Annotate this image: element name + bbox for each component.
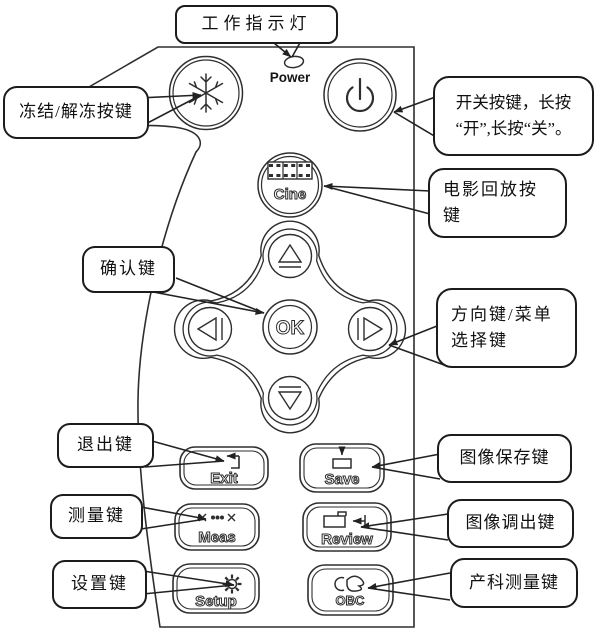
callout-indicator: 工作指示灯 <box>175 5 338 44</box>
up-button[interactable] <box>267 233 313 279</box>
callout-review-text: 图像调出键 <box>465 513 556 533</box>
svg-text:Review: Review <box>321 531 373 548</box>
svg-text:Save: Save <box>324 471 359 488</box>
callout-cine-line2: 键 <box>443 206 462 225</box>
callout-cine-line1: 电影回放按 <box>443 179 538 199</box>
callout-direction: 方向键/菜单 选择键 <box>436 288 577 368</box>
film-strip-icon <box>267 161 313 180</box>
callout-confirm-text: 确认键 <box>100 259 157 279</box>
triangle-left-icon <box>196 316 223 342</box>
meas-button[interactable]: Meas <box>174 503 260 551</box>
right-button[interactable] <box>347 306 393 352</box>
callout-meas-text: 测量键 <box>68 506 125 526</box>
obc-button[interactable]: OBC <box>307 564 394 616</box>
callout-exit-text: 退出键 <box>77 435 134 455</box>
power-standby-icon <box>345 77 375 113</box>
freeze-button[interactable] <box>168 55 244 131</box>
callout-save-text: 图像保存键 <box>459 448 550 468</box>
callout-obc: 产科测量键 <box>450 558 578 608</box>
svg-text:Exit: Exit <box>210 470 238 487</box>
callout-exit: 退出键 <box>57 423 154 468</box>
save-box-icon <box>332 446 352 469</box>
callout-direction-line2: 选择键 <box>451 331 508 350</box>
snowflake-icon <box>188 73 224 113</box>
triangle-up-icon <box>277 243 303 268</box>
callout-freeze: 冻结/解冻按键 <box>3 86 149 139</box>
power-button[interactable] <box>323 58 397 132</box>
callout-obc-text: 产科测量键 <box>469 572 559 592</box>
cine-button[interactable]: Cine <box>257 152 323 218</box>
svg-text:Cine: Cine <box>274 186 307 203</box>
led-oval-icon <box>283 55 305 69</box>
save-button[interactable]: Save <box>299 443 385 493</box>
callout-power-line1: 开关按键，长按 <box>455 93 572 113</box>
triangle-right-icon <box>357 316 384 342</box>
callout-setup-text: 设置键 <box>71 574 128 594</box>
callout-review: 图像调出键 <box>447 499 574 548</box>
callout-save: 图像保存键 <box>437 434 572 483</box>
left-button[interactable] <box>187 306 233 352</box>
dpad <box>173 220 407 434</box>
power-led-label: Power <box>270 70 311 85</box>
callout-indicator-text: 工作指示灯 <box>201 14 312 34</box>
down-button[interactable] <box>267 375 313 421</box>
exit-button[interactable]: Exit <box>179 446 269 490</box>
fetus-icon <box>334 575 365 592</box>
ok-button[interactable]: OK <box>262 299 318 355</box>
callout-power: 开关按键，长按 “开”,长按“关”。 <box>433 76 594 156</box>
callout-setup: 设置键 <box>52 560 147 609</box>
setup-button[interactable]: Setup <box>172 563 260 614</box>
callout-confirm: 确认键 <box>82 246 175 293</box>
callout-power-line2: “开”,长按“关”。 <box>455 119 572 138</box>
svg-text:Meas: Meas <box>198 529 236 546</box>
callout-cine: 电影回放按 键 <box>428 168 567 238</box>
svg-text:OBC: OBC <box>336 593 366 608</box>
svg-text:Setup: Setup <box>195 593 237 610</box>
callout-freeze-text: 冻结/解冻按键 <box>19 102 133 122</box>
callout-meas: 测量键 <box>50 494 143 539</box>
return-arrow-icon <box>226 452 240 469</box>
svg-text:OK: OK <box>276 318 305 339</box>
triangle-down-icon <box>277 386 303 411</box>
review-button[interactable]: Review <box>302 502 392 552</box>
callout-direction-line1: 方向键/菜单 <box>451 304 553 324</box>
